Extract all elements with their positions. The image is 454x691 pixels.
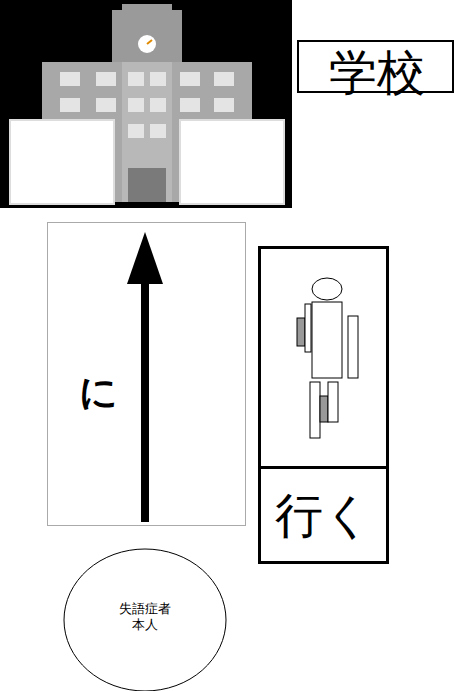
person-body — [312, 302, 342, 378]
clock-face — [138, 35, 156, 53]
box-label: に — [76, 369, 120, 417]
person-leg — [328, 382, 338, 422]
arrow-box: に — [47, 222, 246, 526]
person-illustration — [260, 248, 388, 468]
entrance — [128, 168, 166, 202]
tower-roof — [122, 4, 172, 14]
image-background — [0, 0, 292, 208]
person-arm — [297, 318, 305, 346]
circle-label: 失語症者 本人 — [117, 597, 173, 637]
box-label: 行く — [261, 469, 386, 561]
box-label: 学校 — [299, 42, 454, 102]
direction-arrow-shaft — [141, 270, 149, 522]
person-circle: 失語症者 本人 — [63, 547, 227, 691]
person-leg — [310, 382, 320, 438]
person-frame — [260, 248, 388, 468]
person-head — [312, 278, 342, 300]
verb-box: 行く — [258, 466, 389, 564]
clock-hand — [147, 40, 152, 44]
clock-tower — [112, 10, 182, 70]
circle-shape — [64, 549, 226, 691]
blank-panel — [10, 120, 114, 204]
person-arm — [305, 304, 311, 352]
direction-arrow-head — [127, 232, 163, 284]
person-leg — [320, 396, 328, 422]
blank-panel — [180, 120, 284, 204]
school-illustration — [0, 0, 292, 208]
person-arm — [348, 316, 358, 378]
label-box: 学校 — [297, 40, 454, 93]
building-center — [122, 62, 172, 202]
